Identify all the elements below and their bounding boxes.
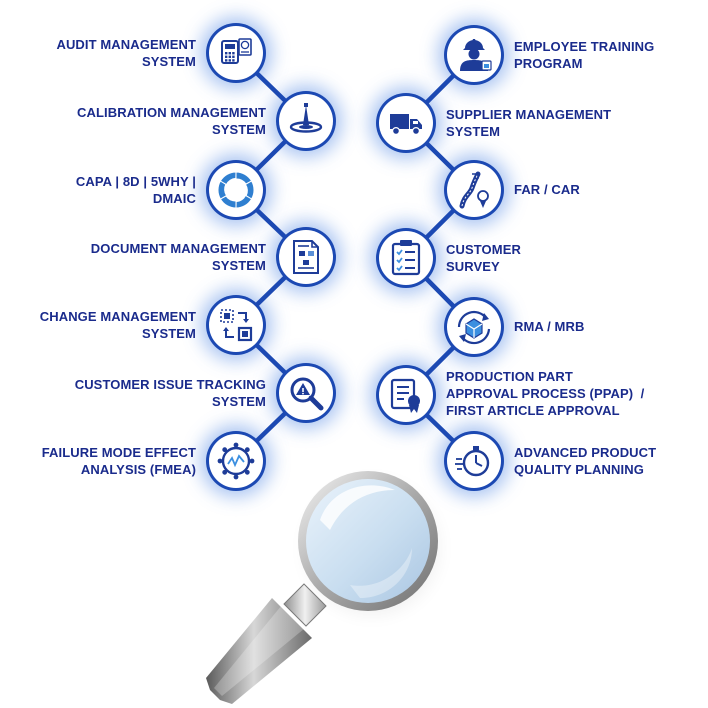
label-line: FAILURE MODE EFFECT: [41, 445, 196, 460]
label-line: CAPA | 8D | 5WHY |: [75, 174, 196, 189]
label-line: FIRST ARTICLE APPROVAL: [446, 403, 620, 418]
label-line: SYSTEM: [211, 122, 266, 137]
label-change: CHANGE MANAGEMENT SYSTEM: [40, 308, 196, 342]
document-icon: [293, 240, 319, 274]
label-line: DOCUMENT MANAGEMENT: [90, 241, 266, 256]
label-line: CUSTOMER ISSUE TRACKING: [74, 377, 266, 392]
stopwatch-icon: [455, 446, 490, 477]
node-apqp[interactable]: [444, 431, 504, 491]
box-return-icon: [457, 310, 491, 345]
label-line: SUPPLIER MANAGEMENT: [446, 107, 612, 122]
node-supplier[interactable]: [376, 93, 436, 153]
node-survey[interactable]: [376, 228, 436, 288]
cycle-arrows-icon: [217, 171, 255, 209]
node-face: [447, 163, 501, 217]
node-calibration[interactable]: [276, 91, 336, 151]
label-line: PRODUCTION PART: [446, 369, 573, 384]
label-line: FAR / CAR: [514, 182, 580, 197]
label-rma: RMA / MRB: [514, 318, 584, 335]
label-ppap: PRODUCTION PART APPROVAL PROCESS (PPAP) /…: [446, 368, 644, 419]
label-line: EMPLOYEE TRAINING: [514, 39, 655, 54]
label-line: QUALITY PLANNING: [514, 462, 644, 477]
label-supplier: SUPPLIER MANAGEMENT SYSTEM: [446, 106, 611, 140]
label-line: AUDIT MANAGEMENT: [56, 37, 196, 52]
label-line: SYSTEM: [211, 394, 266, 409]
node-farcar[interactable]: [444, 160, 504, 220]
label-audit: AUDIT MANAGEMENT SYSTEM: [56, 36, 196, 70]
label-survey: CUSTOMER SURVEY: [446, 241, 521, 275]
node-audit[interactable]: [206, 23, 266, 83]
change-arrows-icon: [220, 309, 253, 342]
label-apqp: ADVANCED PRODUCT QUALITY PLANNING: [514, 444, 656, 478]
magnifying-glass-icon: [206, 471, 438, 704]
label-line: SYSTEM: [141, 326, 196, 341]
node-fmea[interactable]: [206, 431, 266, 491]
label-issue: CUSTOMER ISSUE TRACKING SYSTEM: [75, 376, 266, 410]
label-farcar: FAR / CAR: [514, 181, 580, 198]
worker-icon: [460, 39, 492, 71]
label-line: RMA / MRB: [514, 319, 585, 334]
node-capa[interactable]: [206, 160, 266, 220]
gear-analysis-icon: [217, 442, 255, 480]
road-route-icon: [459, 171, 489, 209]
label-document: DOCUMENT MANAGEMENT SYSTEM: [91, 240, 266, 274]
node-face: [209, 26, 263, 80]
label-line: DMAIC: [152, 191, 196, 206]
label-line: SYSTEM: [211, 258, 266, 273]
label-line: CUSTOMER: [446, 242, 521, 257]
node-document[interactable]: [276, 227, 336, 287]
label-line: SYSTEM: [446, 124, 501, 139]
issue-magnifier-icon: [290, 377, 324, 411]
label-line: CALIBRATION MANAGEMENT: [77, 105, 266, 120]
label-line: ANALYSIS (FMEA): [80, 462, 196, 477]
label-line: SURVEY: [446, 259, 500, 274]
node-training[interactable]: [444, 25, 504, 85]
node-ppap[interactable]: [376, 365, 436, 425]
node-issue[interactable]: [276, 363, 336, 423]
node-rma[interactable]: [444, 297, 504, 357]
label-line: PROGRAM: [514, 56, 583, 71]
approval-document-icon: [390, 378, 420, 413]
clipboard-checklist-icon: [391, 240, 421, 276]
node-face: [209, 298, 263, 352]
label-line: SYSTEM: [141, 54, 196, 69]
label-line: CHANGE MANAGEMENT: [39, 309, 196, 324]
label-calibration: CALIBRATION MANAGEMENT SYSTEM: [77, 104, 266, 138]
calculator-dollar-icon: [221, 38, 252, 64]
label-training: EMPLOYEE TRAINING PROGRAM: [514, 38, 654, 72]
calibration-gauge-icon: [289, 103, 323, 133]
delivery-truck-icon: [390, 114, 422, 136]
label-fmea: FAILURE MODE EFFECT ANALYSIS (FMEA): [42, 444, 196, 478]
label-line: ADVANCED PRODUCT: [514, 445, 657, 460]
node-change[interactable]: [206, 295, 266, 355]
label-capa: CAPA | 8D | 5WHY | DMAIC: [76, 173, 196, 207]
label-line: APPROVAL PROCESS (PPAP) /: [446, 386, 645, 401]
